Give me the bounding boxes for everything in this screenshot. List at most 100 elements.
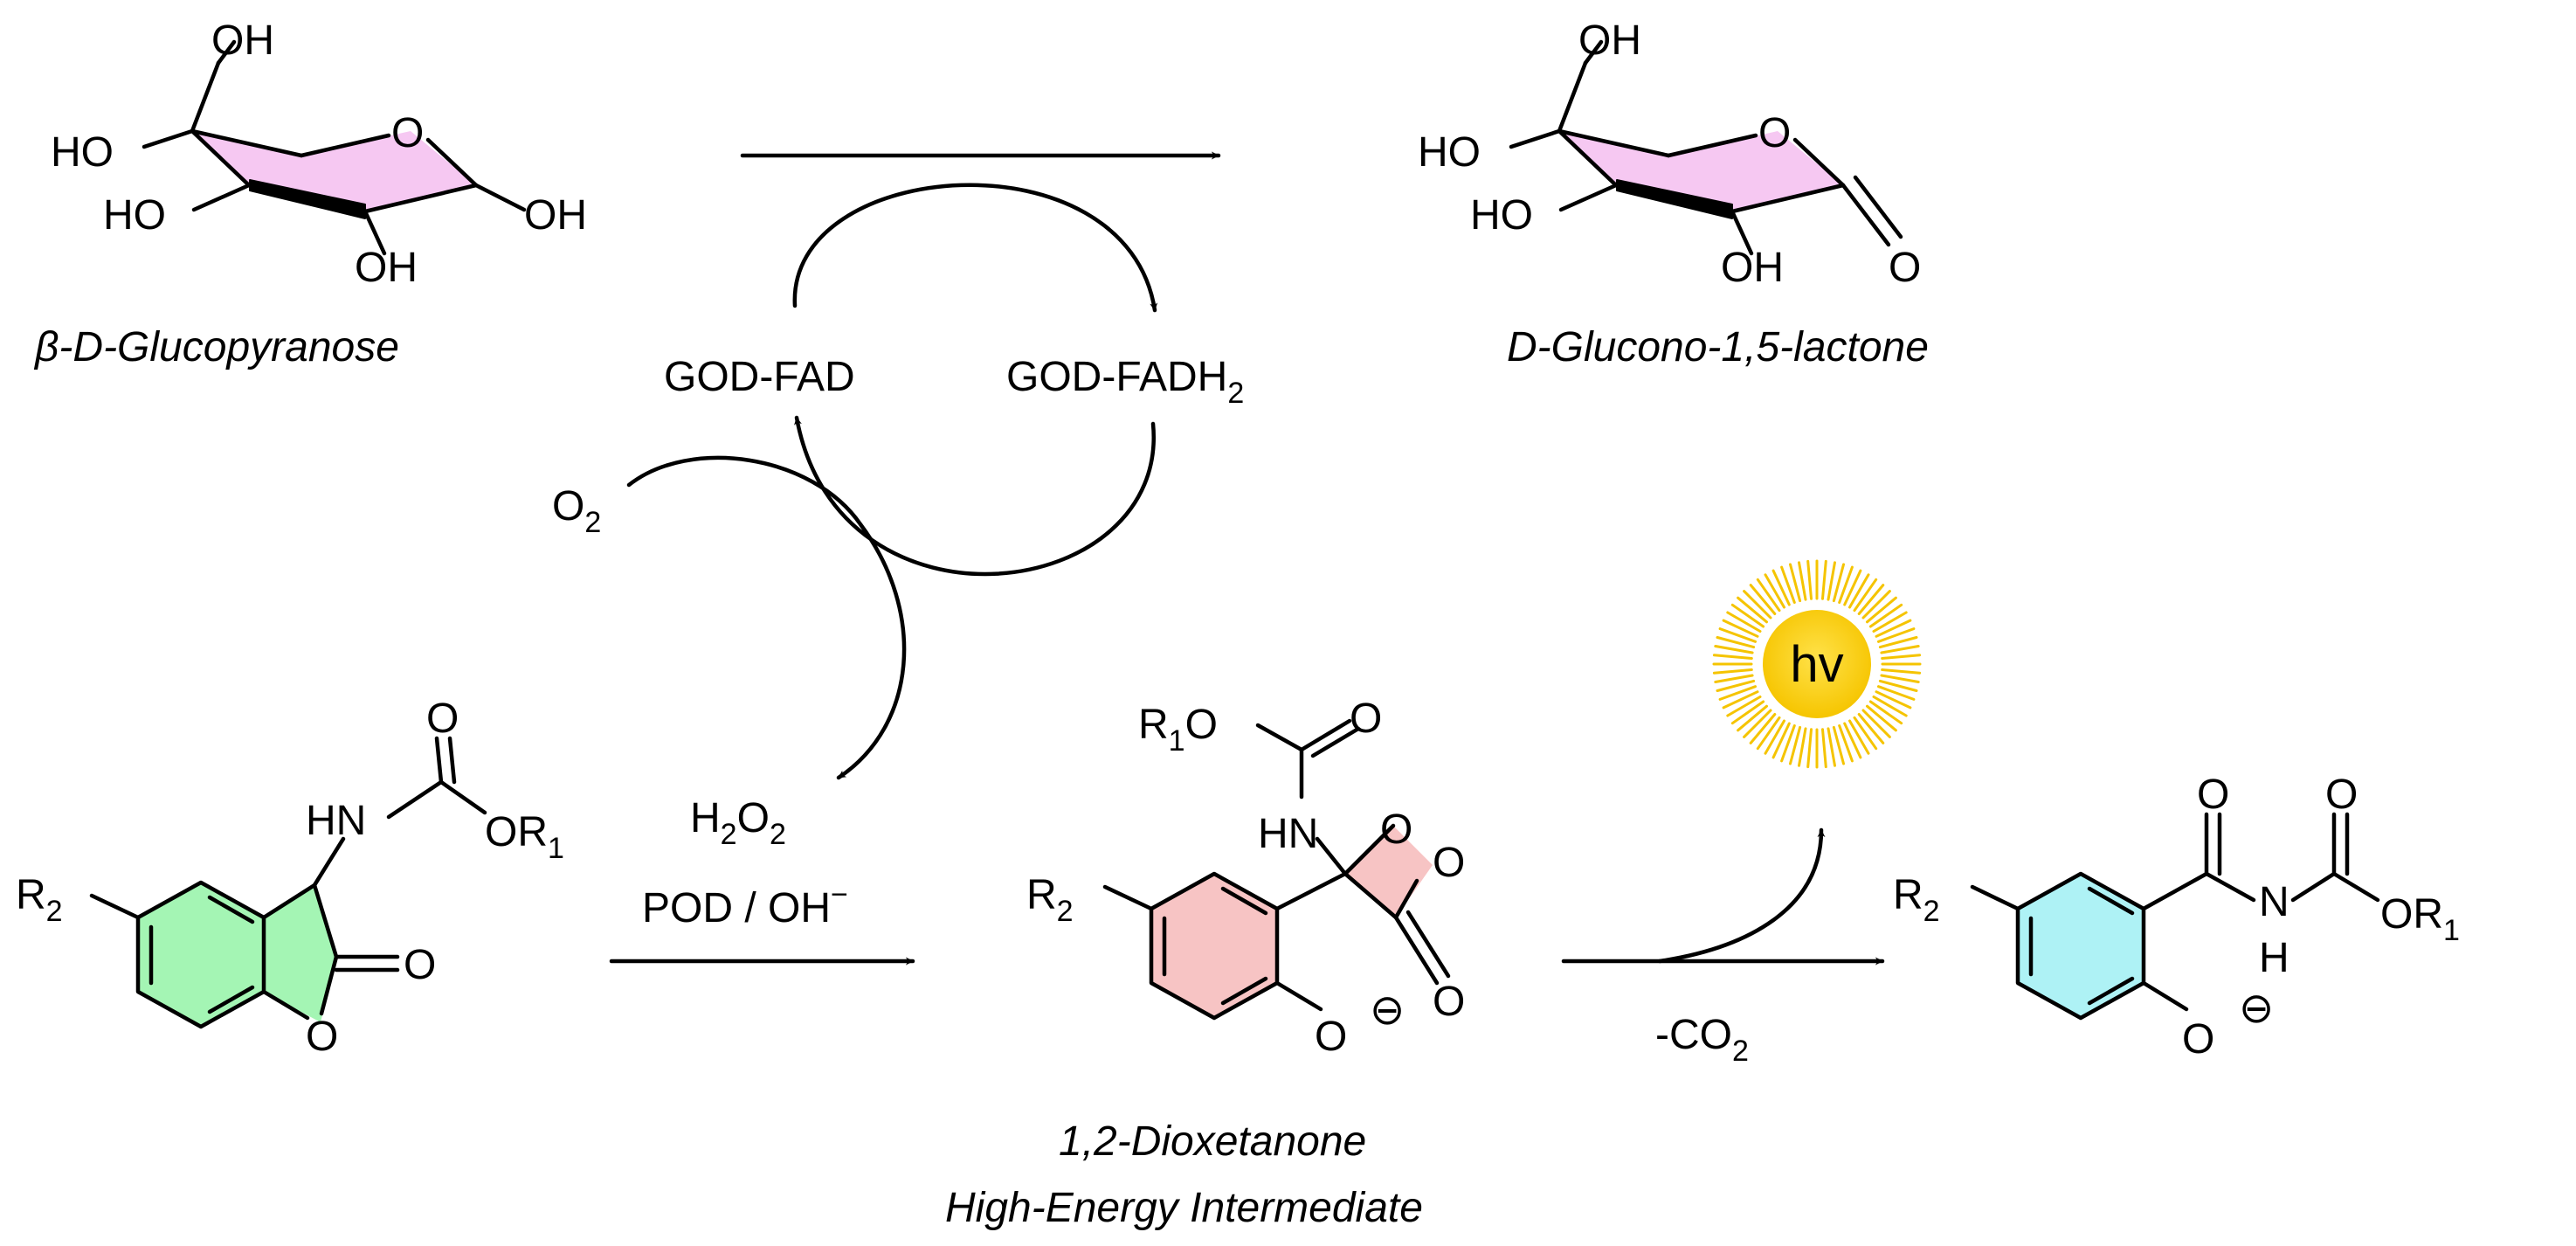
glucose-ring-fill bbox=[192, 131, 476, 211]
sun-ray bbox=[1853, 578, 1878, 613]
sun-ray bbox=[1827, 727, 1836, 767]
sun-ray bbox=[1726, 696, 1762, 717]
sun-ray bbox=[1714, 645, 1754, 654]
sun-ray bbox=[1821, 728, 1827, 769]
sun-ray bbox=[1821, 559, 1827, 600]
svg-text:O: O bbox=[1350, 696, 1382, 742]
sun-ray bbox=[1857, 713, 1885, 744]
gluconolactone-label: D-Glucono-1,5-lactone bbox=[1507, 324, 1929, 370]
sun-ray bbox=[1878, 636, 1918, 649]
sun-ray bbox=[1789, 725, 1802, 765]
sun-ray bbox=[1743, 709, 1772, 738]
sun-ray bbox=[1718, 627, 1757, 643]
product-structure: R2 O O N H OR1 O ⊖ bbox=[1893, 772, 2460, 1063]
h2o2-label: H2O2 bbox=[690, 795, 786, 851]
sun-ray bbox=[1716, 679, 1756, 692]
svg-text:OH: OH bbox=[1721, 245, 1784, 291]
sun-ray bbox=[1861, 709, 1891, 738]
sun-ray bbox=[1737, 704, 1768, 732]
sun-ray bbox=[1843, 722, 1862, 759]
dioxetanone-structure: R1O O HN O O O O ⊖ R2 bbox=[1026, 696, 1465, 1060]
sun-ray bbox=[1798, 727, 1807, 767]
svg-text:R2: R2 bbox=[16, 872, 63, 928]
sun-rays bbox=[1712, 559, 1922, 769]
sun-ray bbox=[1875, 619, 1912, 638]
god-fad-label: GOD-FAD bbox=[664, 354, 855, 400]
sun-ray bbox=[1756, 578, 1781, 613]
sun-ray bbox=[1838, 724, 1854, 763]
svg-text:O: O bbox=[404, 942, 436, 988]
svg-text:⊖: ⊖ bbox=[2239, 986, 2274, 1032]
sun-ray bbox=[1730, 603, 1765, 628]
sun-ray bbox=[1764, 719, 1785, 755]
sun-ray bbox=[1806, 559, 1813, 600]
sun-ray bbox=[1771, 569, 1791, 606]
svg-text:OH: OH bbox=[524, 192, 587, 239]
svg-text:OR1: OR1 bbox=[485, 809, 564, 865]
svg-text:H: H bbox=[2259, 935, 2289, 981]
sun-ray bbox=[1872, 696, 1908, 717]
sun-ray bbox=[1878, 679, 1918, 692]
svg-text:OR1: OR1 bbox=[2380, 891, 2460, 947]
sun-ray bbox=[1848, 719, 1870, 755]
svg-text:OH: OH bbox=[355, 245, 418, 291]
sun-ray bbox=[1880, 674, 1920, 683]
sun-ray bbox=[1718, 685, 1757, 701]
svg-text:O: O bbox=[2325, 772, 2358, 818]
sun-ray bbox=[1806, 728, 1813, 769]
sun-ray bbox=[1881, 668, 1922, 675]
dioxetanone-benzene-fill bbox=[1151, 874, 1277, 1018]
svg-text:O: O bbox=[1380, 806, 1412, 853]
sun-ray bbox=[1714, 674, 1754, 683]
sun-ray bbox=[1881, 654, 1922, 660]
svg-text:O: O bbox=[1433, 979, 1465, 1025]
sun-ray bbox=[1857, 584, 1885, 615]
emission-arrow bbox=[1657, 827, 1826, 964]
sun-ray bbox=[1712, 654, 1753, 660]
intermediate-label: High-Energy Intermediate bbox=[945, 1185, 1423, 1231]
svg-text:HO: HO bbox=[1470, 192, 1533, 239]
svg-text:OH: OH bbox=[211, 17, 274, 64]
sun-ray bbox=[1737, 596, 1768, 624]
sun-ray bbox=[1877, 685, 1916, 701]
svg-text:⊖: ⊖ bbox=[1370, 987, 1405, 1034]
sun-ray bbox=[1838, 565, 1854, 604]
svg-text:O: O bbox=[306, 1014, 338, 1060]
svg-text:R2: R2 bbox=[1893, 872, 1940, 928]
god-fadh2-label: GOD-FADH2 bbox=[1006, 354, 1244, 410]
co2-label: -CO2 bbox=[1655, 1012, 1749, 1068]
sun-core bbox=[1763, 610, 1871, 718]
sun-ray bbox=[1875, 690, 1912, 710]
glucopyranose-label: β-D-Glucopyranose bbox=[33, 324, 399, 370]
god-reduction-arc bbox=[792, 183, 1158, 313]
sun-ray bbox=[1866, 704, 1897, 732]
sun-ray bbox=[1861, 590, 1891, 620]
svg-text:HO: HO bbox=[1418, 129, 1481, 176]
sun-ray bbox=[1848, 573, 1870, 609]
svg-text:R1O: R1O bbox=[1138, 702, 1218, 758]
sun-ray bbox=[1743, 590, 1772, 620]
sun-ray bbox=[1880, 645, 1920, 654]
svg-text:O: O bbox=[2197, 772, 2229, 818]
sun-ray bbox=[1872, 611, 1908, 633]
sun-ray bbox=[1764, 573, 1785, 609]
svg-text:R2: R2 bbox=[1026, 872, 1074, 928]
sun-ray bbox=[1780, 565, 1796, 604]
svg-text:O: O bbox=[1315, 1014, 1347, 1060]
sun-ray bbox=[1832, 725, 1845, 765]
sun-ray bbox=[1749, 584, 1777, 615]
svg-text:HN: HN bbox=[306, 798, 366, 844]
oxygen-to-peroxide-arc bbox=[626, 455, 907, 780]
svg-text:O: O bbox=[1433, 840, 1465, 886]
sun-ray bbox=[1726, 611, 1762, 633]
sun-ray bbox=[1730, 700, 1765, 725]
lactone-ring-fill bbox=[1559, 131, 1843, 211]
sun-ray bbox=[1877, 627, 1916, 643]
sun-ray bbox=[1866, 596, 1897, 624]
sun-ray bbox=[1853, 716, 1878, 751]
o2-label: O2 bbox=[552, 483, 601, 539]
svg-text:O: O bbox=[2182, 1016, 2214, 1063]
sun-ray bbox=[1789, 563, 1802, 603]
sun-ray bbox=[1868, 603, 1903, 628]
